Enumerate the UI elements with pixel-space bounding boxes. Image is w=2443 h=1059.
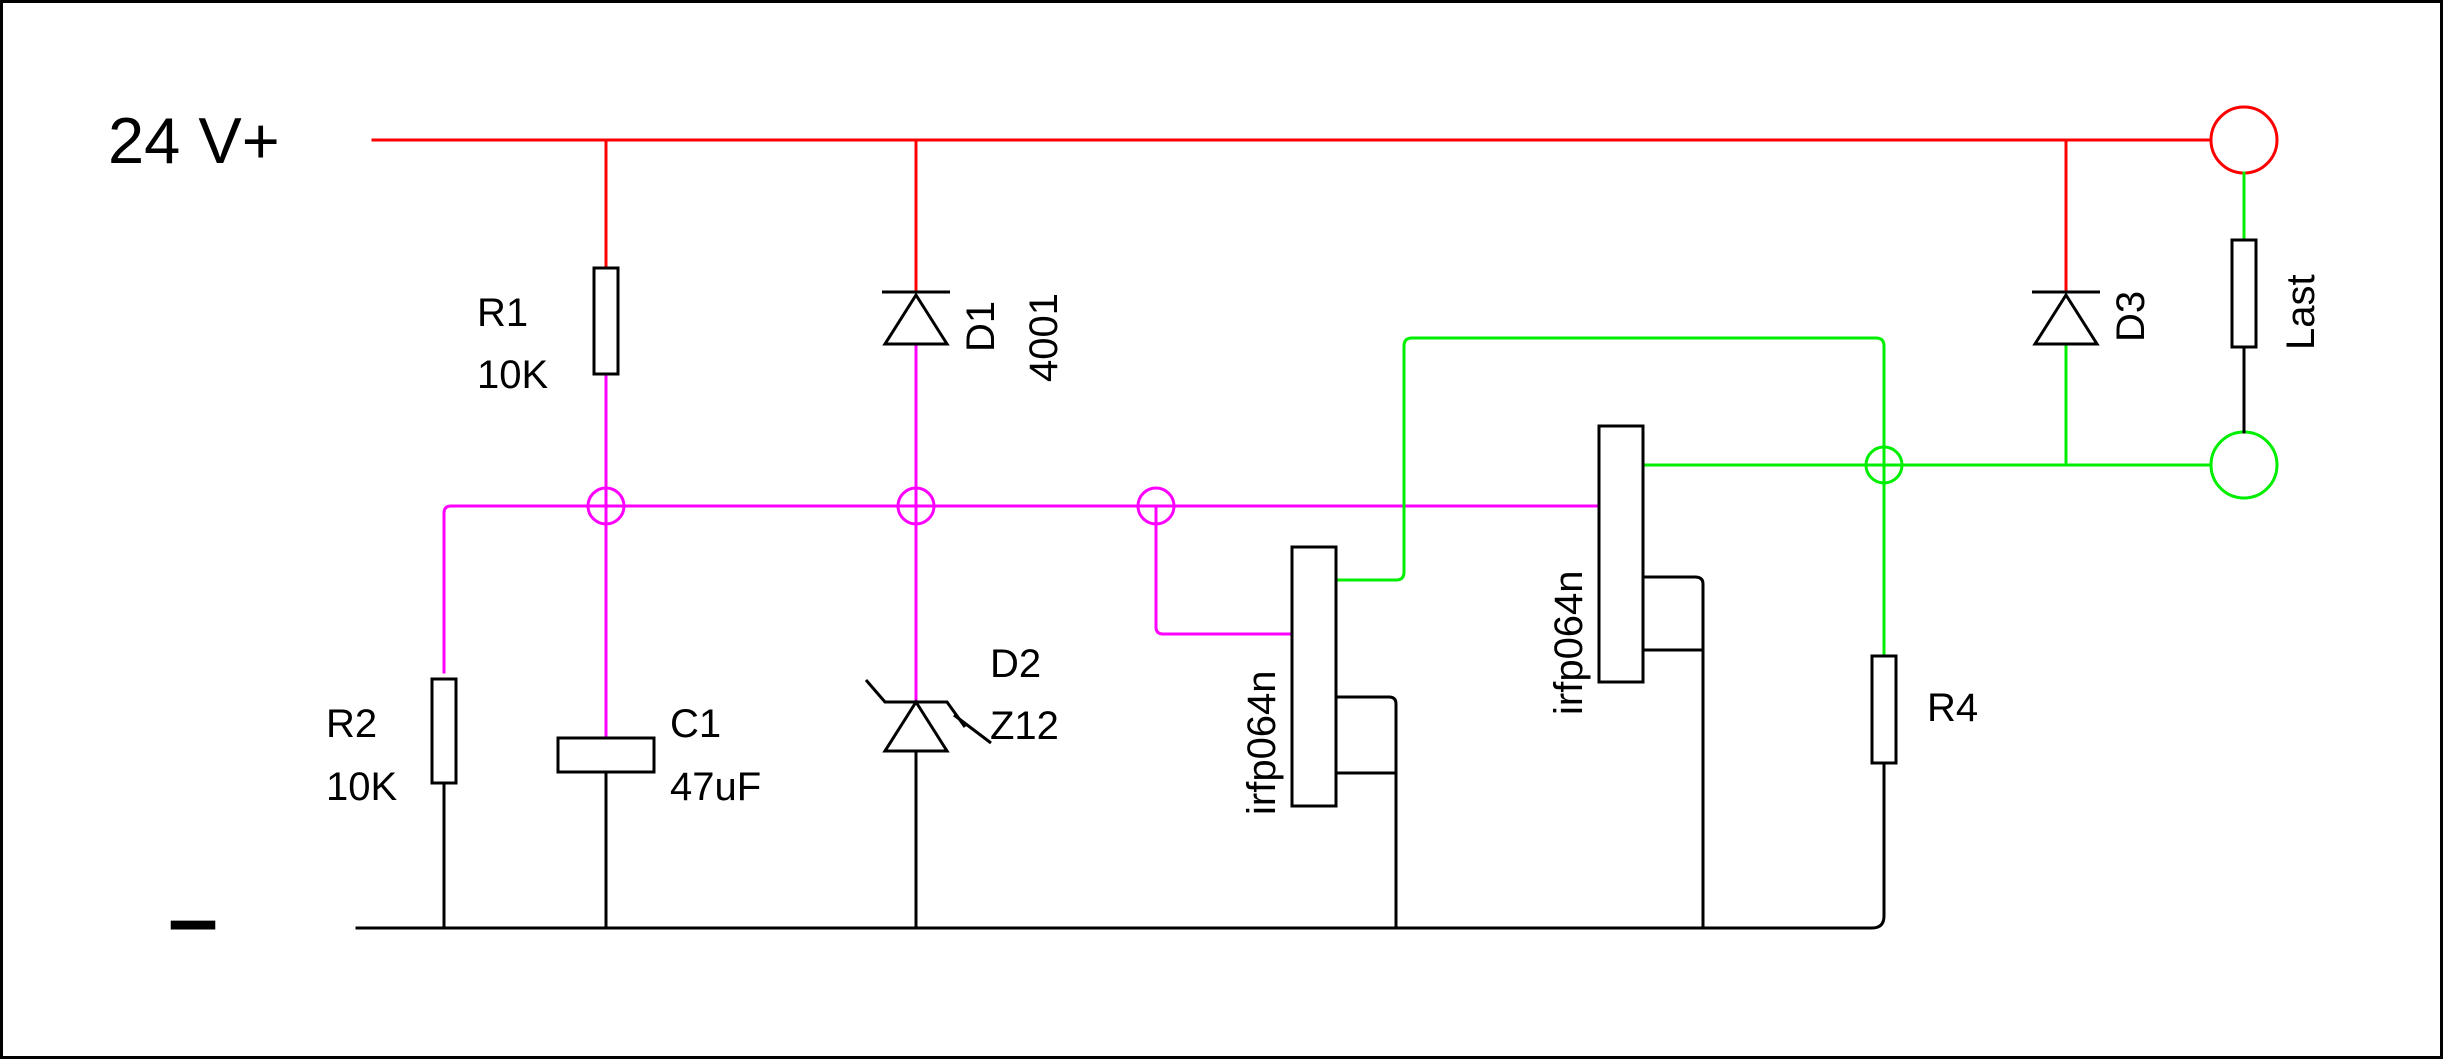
q1-gate-wire (1154, 504, 1294, 636)
c1-name-label: C1 (670, 702, 721, 746)
switched-junction (1864, 445, 1904, 485)
r2-name-label: R2 (326, 702, 377, 746)
junction-r1 (586, 486, 626, 526)
gate-net-junctions (586, 486, 1176, 526)
d1-name-label: D1 (959, 301, 1003, 352)
q2-source-wire (1641, 575, 1705, 930)
r1-value-label: 10K (477, 353, 548, 397)
q2-transistor[interactable] (1597, 424, 1645, 684)
ground-net (355, 345, 2246, 930)
junction-d1 (896, 486, 936, 526)
junction-gate (1136, 486, 1176, 526)
q2-name-label: irfp064n (1547, 570, 1591, 715)
load-negative-terminal[interactable] (2209, 430, 2279, 500)
q1-transistor[interactable] (1290, 545, 1338, 808)
ground-rail-wire (355, 761, 1886, 930)
r4-name-label: R4 (1927, 686, 1978, 730)
positive-rail-label: 24 V+ (108, 104, 280, 177)
switched-net (1334, 171, 2246, 658)
d2-zener-diode[interactable] (864, 679, 992, 753)
r1-name-label: R1 (477, 291, 528, 335)
gate-bus-wire (442, 504, 1601, 674)
d2-value-label: Z12 (990, 704, 1059, 748)
q1-source-wire (1334, 695, 1398, 930)
r2-resistor[interactable] (430, 677, 458, 785)
d1-value-label: 4001 (1022, 293, 1066, 382)
c1-value-label: 47uF (670, 765, 761, 809)
load-positive-terminal[interactable] (2209, 105, 2279, 175)
d2-name-label: D2 (990, 642, 1041, 686)
d1-diode[interactable] (882, 290, 950, 346)
d3-name-label: D3 (2109, 291, 2153, 342)
d3-diode[interactable] (2032, 290, 2100, 346)
r4-resistor[interactable] (1870, 654, 1898, 765)
load-resistor[interactable] (2230, 238, 2258, 349)
q1-drain-to-q2-gate-wire (1334, 336, 1886, 658)
supply-net (371, 138, 2214, 294)
q1-name-label: irfp064n (1240, 670, 1284, 815)
negative-rail-label: – (168, 869, 218, 969)
c1-capacitor[interactable] (556, 688, 656, 774)
load-name-label: Last (2279, 274, 2323, 350)
r1-resistor[interactable] (592, 266, 620, 376)
r2-value-label: 10K (326, 765, 397, 809)
